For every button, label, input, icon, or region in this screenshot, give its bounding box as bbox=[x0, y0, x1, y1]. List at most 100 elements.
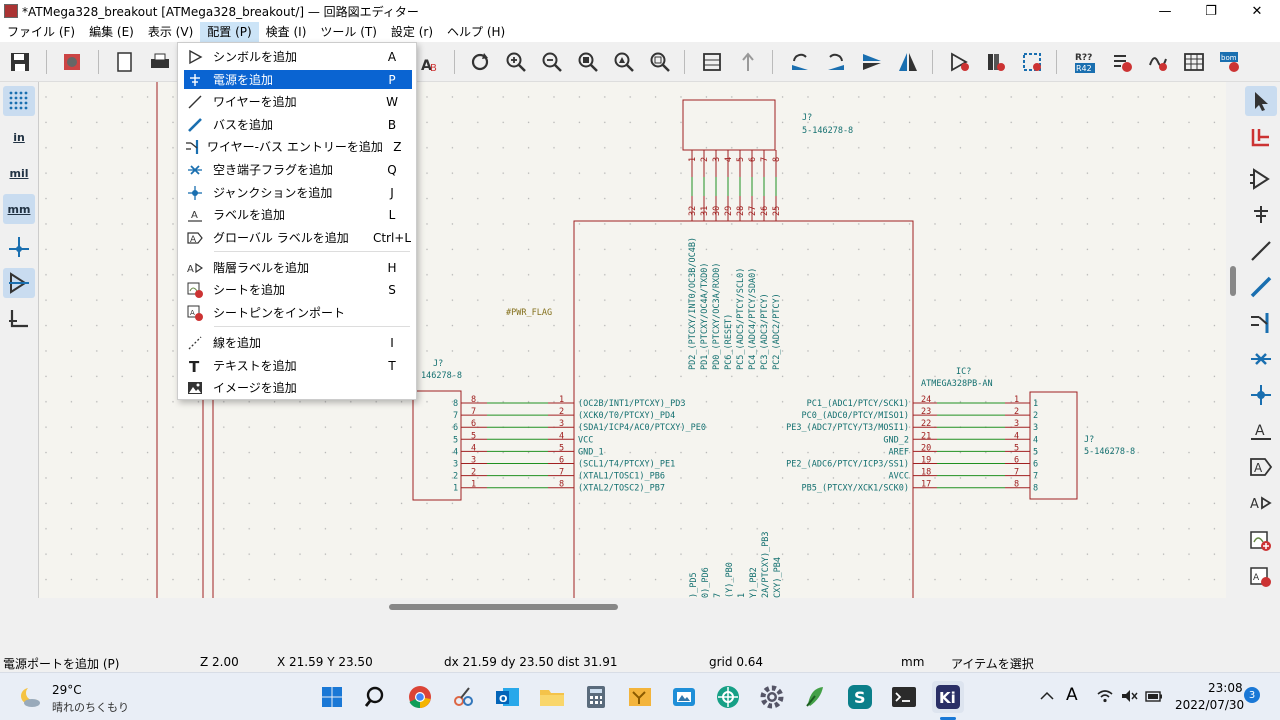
menu-settings[interactable]: 設定 (r) bbox=[390, 25, 434, 39]
s-app-icon[interactable]: S bbox=[844, 681, 876, 713]
horizontal-scroll-thumb[interactable] bbox=[389, 604, 618, 610]
bom-table-icon[interactable] bbox=[1180, 48, 1208, 76]
symbol-editor-icon[interactable] bbox=[946, 48, 974, 76]
units-inch-button[interactable]: in bbox=[13, 130, 25, 144]
menu-tools[interactable]: ツール (T) bbox=[320, 25, 377, 39]
rotate-ccw-icon[interactable] bbox=[786, 48, 814, 76]
leave-sheet-icon[interactable] bbox=[734, 48, 762, 76]
hierarchy-navigator-icon[interactable] bbox=[698, 48, 726, 76]
menu-edit[interactable]: 編集 (E) bbox=[89, 25, 134, 39]
footprint-editor-icon[interactable] bbox=[1018, 48, 1046, 76]
calculator-icon[interactable] bbox=[580, 681, 612, 713]
add-symbol-icon[interactable] bbox=[1245, 164, 1277, 194]
add-wire-icon[interactable] bbox=[1245, 236, 1277, 266]
save-icon[interactable] bbox=[6, 48, 34, 76]
chevron-up-icon[interactable] bbox=[1038, 687, 1056, 705]
close-button[interactable]: ✕ bbox=[1251, 3, 1263, 19]
kicad-taskbar-icon[interactable]: Ki bbox=[932, 681, 964, 713]
start-windows-icon[interactable] bbox=[316, 681, 348, 713]
zoom-fit-icon[interactable] bbox=[574, 48, 602, 76]
add-sheet-icon[interactable] bbox=[1245, 526, 1277, 556]
vertical-scroll-thumb[interactable] bbox=[1230, 266, 1236, 296]
snipping-tool-icon[interactable] bbox=[448, 681, 480, 713]
page-settings-icon[interactable] bbox=[110, 48, 138, 76]
bom-export-icon[interactable]: bom bbox=[1216, 48, 1244, 76]
restore-button[interactable]: ❐ bbox=[1205, 3, 1217, 19]
add-label-icon[interactable]: A bbox=[1245, 416, 1277, 446]
refresh-icon[interactable] bbox=[466, 48, 494, 76]
show-hidden-pins-icon[interactable] bbox=[3, 268, 35, 298]
print-icon[interactable] bbox=[146, 48, 174, 76]
cursor-crosshair-icon[interactable] bbox=[3, 232, 35, 262]
ime-indicator[interactable]: A bbox=[1066, 685, 1078, 705]
mirror-vertical-icon[interactable] bbox=[858, 48, 886, 76]
search-icon[interactable] bbox=[360, 681, 392, 713]
erc-icon[interactable] bbox=[1108, 48, 1136, 76]
units-mil-button[interactable]: mil bbox=[9, 166, 29, 180]
mirror-horizontal-icon[interactable] bbox=[894, 48, 922, 76]
zoom-in-icon[interactable] bbox=[502, 48, 530, 76]
grid-toggle-icon[interactable] bbox=[3, 86, 35, 116]
simulator-icon[interactable] bbox=[1144, 48, 1172, 76]
terminal-icon[interactable] bbox=[888, 681, 920, 713]
select-arrow-icon[interactable] bbox=[1245, 86, 1277, 116]
add-hier-label-icon[interactable]: A bbox=[1245, 488, 1277, 518]
outlook-icon[interactable]: O bbox=[492, 681, 524, 713]
orthogonal-wire-icon[interactable] bbox=[3, 304, 35, 334]
menu-file[interactable]: ファイル (F) bbox=[7, 25, 76, 39]
units-mm-button[interactable]: mm bbox=[3, 194, 35, 224]
menu-help[interactable]: ヘルプ (H) bbox=[447, 25, 506, 39]
chrome-icon[interactable] bbox=[404, 681, 436, 713]
menu-inspect[interactable]: 検査 (I) bbox=[265, 25, 307, 39]
vertical-scrollbar[interactable] bbox=[1226, 82, 1242, 598]
kicad-pcb-icon[interactable] bbox=[712, 681, 744, 713]
weather-moon-icon[interactable] bbox=[18, 685, 42, 709]
add-power-icon[interactable] bbox=[1245, 200, 1277, 230]
bottom-pin-name: CXY)_PB4 bbox=[773, 557, 783, 598]
import-sheet-pin-icon[interactable]: A bbox=[1245, 562, 1277, 592]
file-explorer-icon[interactable] bbox=[536, 681, 568, 713]
gerber-viewer-icon[interactable] bbox=[624, 681, 656, 713]
wifi-icon[interactable] bbox=[1096, 687, 1114, 705]
minimize-button[interactable]: — bbox=[1158, 3, 1172, 19]
add-global-label-icon[interactable]: A bbox=[1245, 452, 1277, 482]
zoom-selection-icon[interactable] bbox=[646, 48, 674, 76]
add-bus-entry-icon[interactable] bbox=[1245, 308, 1277, 338]
menu-place[interactable]: 配置 (P) bbox=[200, 22, 259, 42]
battery-icon[interactable] bbox=[1144, 687, 1164, 705]
horizontal-scrollbar[interactable] bbox=[38, 598, 1242, 614]
add-junction-icon[interactable] bbox=[1245, 380, 1277, 410]
annotate-schematic-icon[interactable]: R??R42 bbox=[1072, 48, 1100, 76]
add-no-connect-icon[interactable] bbox=[1245, 344, 1277, 374]
notification-badge[interactable]: 3 bbox=[1244, 687, 1260, 703]
schematic-setup-icon[interactable] bbox=[58, 48, 86, 76]
menu-view[interactable]: 表示 (V) bbox=[147, 25, 194, 39]
settings-gear-icon[interactable] bbox=[756, 681, 788, 713]
status-tool: アイテムを選択 bbox=[951, 657, 1034, 671]
zoom-objects-icon[interactable] bbox=[610, 48, 638, 76]
highlight-net-icon[interactable] bbox=[1245, 122, 1277, 152]
add-bus-icon[interactable] bbox=[1245, 272, 1277, 302]
speaker-muted-icon[interactable] bbox=[1120, 687, 1138, 705]
menu-item-add-image[interactable]: イメージを追加 bbox=[184, 378, 412, 397]
rotate-cw-icon[interactable] bbox=[822, 48, 850, 76]
kicad-app-green-icon[interactable] bbox=[800, 681, 832, 713]
symbol-library-icon[interactable] bbox=[982, 48, 1010, 76]
image-viewer-icon[interactable] bbox=[668, 681, 700, 713]
zoom-out-icon[interactable] bbox=[538, 48, 566, 76]
